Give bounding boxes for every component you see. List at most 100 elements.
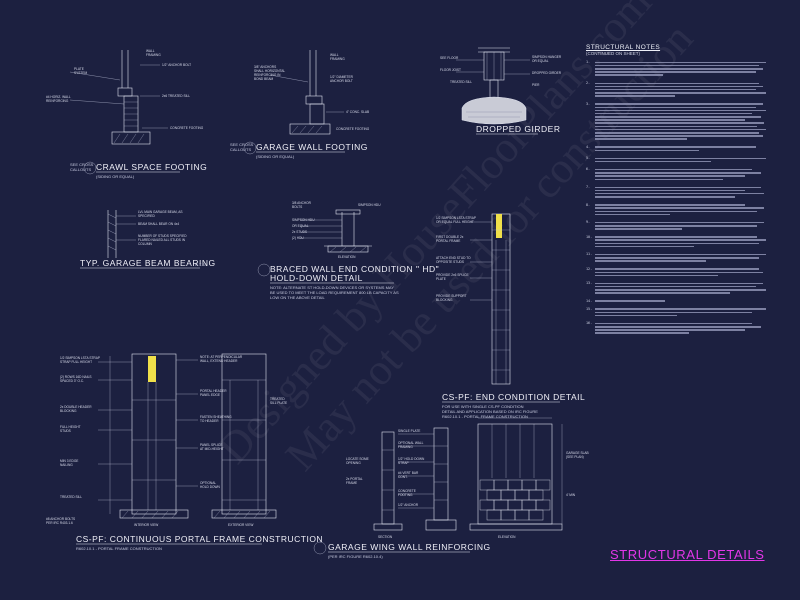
interior-view-label: INTERIOR VIEW <box>134 523 158 527</box>
notes-text-line <box>595 146 756 148</box>
notes-text-line <box>595 322 753 325</box>
notes-paragraph: 8. <box>586 203 766 217</box>
svg-text:WALL, EXTEND HEADER: WALL, EXTEND HEADER <box>200 359 238 363</box>
notes-text-line <box>595 228 683 230</box>
notes-text-line <box>595 274 719 277</box>
notes-text-line <box>595 138 688 140</box>
notes-text-line <box>595 245 695 248</box>
notes-text-line <box>595 268 760 270</box>
notes-text-line <box>595 135 763 137</box>
notes-text-line <box>595 175 746 177</box>
svg-text:NUMBER OF STUDS SPECIFIED: NUMBER OF STUDS SPECIFIED <box>138 234 187 238</box>
svg-text:FRAMING: FRAMING <box>146 53 161 57</box>
cs-pf-end-sub-1: FOR USE WITH SINGLE CS-PF CONDITION <box>442 404 524 409</box>
wing-section-label: SECTION <box>378 535 393 539</box>
svg-text:PANEL EDGE: PANEL EDGE <box>200 393 220 397</box>
notes-text-line <box>595 204 746 206</box>
notes-text-line <box>595 326 761 328</box>
braced-wall-subtitle: HOLD-DOWN DETAIL <box>270 273 363 283</box>
notes-text-line <box>595 112 753 115</box>
notes-text-line <box>595 207 765 209</box>
notes-text-line <box>595 122 765 124</box>
braced-note-3: LOW ON THE ABOVE DETAIL <box>270 295 326 300</box>
svg-text:CONCRETE: CONCRETE <box>398 489 416 493</box>
notes-text-line <box>595 178 724 180</box>
svg-text:SIMPSON HDU: SIMPSON HDU <box>292 218 315 222</box>
svg-text:(2) ROWS 16D NAILS: (2) ROWS 16D NAILS <box>60 375 92 379</box>
svg-text:OPTIONAL WALL: OPTIONAL WALL <box>398 441 424 445</box>
svg-text:BLOCKING: BLOCKING <box>60 409 77 413</box>
svg-text:STRAP FULL HEIGHT: STRAP FULL HEIGHT <box>60 360 92 364</box>
notes-paragraph: 12. <box>586 267 766 278</box>
svg-text:FLARED NAILED ALL STUDS IN: FLARED NAILED ALL STUDS IN <box>138 238 186 242</box>
notes-paragraph-number: 10. <box>586 234 593 239</box>
svg-text:REINFORCING IN: REINFORCING IN <box>254 73 281 77</box>
svg-text:FRAMING: FRAMING <box>330 57 345 61</box>
svg-text:3/8 ANCHOR: 3/8 ANCHOR <box>292 201 312 205</box>
svg-text:ANCHOR BOLT: ANCHOR BOLT <box>330 79 353 83</box>
notes-paragraph: 4. <box>586 145 766 153</box>
notes-paragraph-number: 2. <box>586 80 591 85</box>
notes-text-line <box>595 213 671 216</box>
svg-text:PLATE: PLATE <box>436 277 446 281</box>
structural-notes: STRUCTURAL NOTES (CONTINUED ON SHEET) 1.… <box>586 44 766 339</box>
svg-text:FRAME: FRAME <box>346 481 357 485</box>
crawl-subtitle: (SIDING OR EQUAL) <box>96 174 135 179</box>
portal-frame-subtitle: R602.10.1 - PORTAL FRAME CONSTRUCTION <box>76 546 162 551</box>
notes-paragraph-number: 9. <box>586 220 591 225</box>
svg-text:PORTAL HEADER: PORTAL HEADER <box>200 389 227 393</box>
svg-text:CONT.: CONT. <box>398 475 408 479</box>
wing-wall-subtitle: (PER IRC FIGURE R602.10.4) <box>328 554 383 559</box>
notes-text-line <box>595 64 760 67</box>
svg-text:4' MIN: 4' MIN <box>566 493 576 497</box>
svg-text:OR EQUAL: OR EQUAL <box>292 224 309 228</box>
garage-wall-tag-1: SEE CROSS <box>230 142 254 147</box>
notes-paragraph-number: 3. <box>586 101 591 106</box>
svg-text:FULL HEIGHT: FULL HEIGHT <box>60 425 81 429</box>
svg-text:2x DOUBLE HEADER: 2x DOUBLE HEADER <box>60 405 92 409</box>
notes-body: 1.2.3.4.5.6.7.8.9.10.11.12.13.14.15.16. <box>586 60 766 336</box>
notes-text-line <box>595 289 766 291</box>
notes-text-line <box>595 314 678 317</box>
svg-text:FASTEN SHEATHING: FASTEN SHEATHING <box>200 415 232 419</box>
svg-text:2x STUDS: 2x STUDS <box>292 230 307 234</box>
notes-paragraph-number: 4. <box>586 144 591 149</box>
notes-text-line <box>595 132 760 134</box>
svg-text:FRAMING: FRAMING <box>398 445 413 449</box>
svg-text:AT MID-HEIGHT: AT MID-HEIGHT <box>200 447 224 451</box>
cs-pf-end-title: CS-PF: END CONDITION DETAIL <box>442 392 585 402</box>
braced-note-1: NOTE: ALTERNATE ST HOLD-DOWN DEVICES OR … <box>270 285 394 290</box>
svg-text:SPECIFIED: SPECIFIED <box>138 214 156 218</box>
notes-text-line <box>595 61 766 64</box>
svg-text:1/2" DIAMETER: 1/2" DIAMETER <box>330 75 354 79</box>
portal-frame-title: CS-PF: CONTINUOUS PORTAL FRAME CONSTRUCT… <box>76 534 323 544</box>
svg-text:PROVIDE 2x6 SPLICE: PROVIDE 2x6 SPLICE <box>436 273 469 277</box>
svg-text:MIN 3 EDGE: MIN 3 EDGE <box>60 459 78 463</box>
notes-text-line <box>595 210 758 213</box>
notes-paragraph-number: 6. <box>586 167 591 172</box>
notes-paragraph-number: 5. <box>586 156 591 160</box>
svg-text:#4 VERT BAR: #4 VERT BAR <box>398 471 419 475</box>
svg-text:LOCATE SOME: LOCATE SOME <box>346 457 369 461</box>
svg-text:2x6 TREATED SILL: 2x6 TREATED SILL <box>162 94 190 98</box>
notes-paragraph: 7. <box>586 185 766 199</box>
garage-wall-title: GARAGE WALL FOOTING <box>256 142 368 152</box>
notes-paragraph: 15. <box>586 307 766 318</box>
braced-note-2: BE USED TO MEET THE LOAD REQUIREMENT 800… <box>270 290 399 295</box>
svg-text:1/2" HOLD DOWN: 1/2" HOLD DOWN <box>398 457 425 461</box>
notes-text-line <box>595 95 676 97</box>
svg-text:OPPOSITE STUDS: OPPOSITE STUDS <box>436 260 464 264</box>
svg-text:NAILING: NAILING <box>60 463 73 467</box>
sheathing-strip-2 <box>148 356 156 382</box>
notes-text-line <box>595 157 766 160</box>
notes-text-line <box>595 332 690 334</box>
svg-text:(2) HDU: (2) HDU <box>292 236 304 240</box>
notes-text-line <box>595 329 746 331</box>
svg-text:1/2 SIMPSON LSTA STRAP: 1/2 SIMPSON LSTA STRAP <box>436 216 476 220</box>
notes-paragraph-number: 8. <box>586 202 591 207</box>
notes-paragraph: 2. <box>586 81 766 99</box>
